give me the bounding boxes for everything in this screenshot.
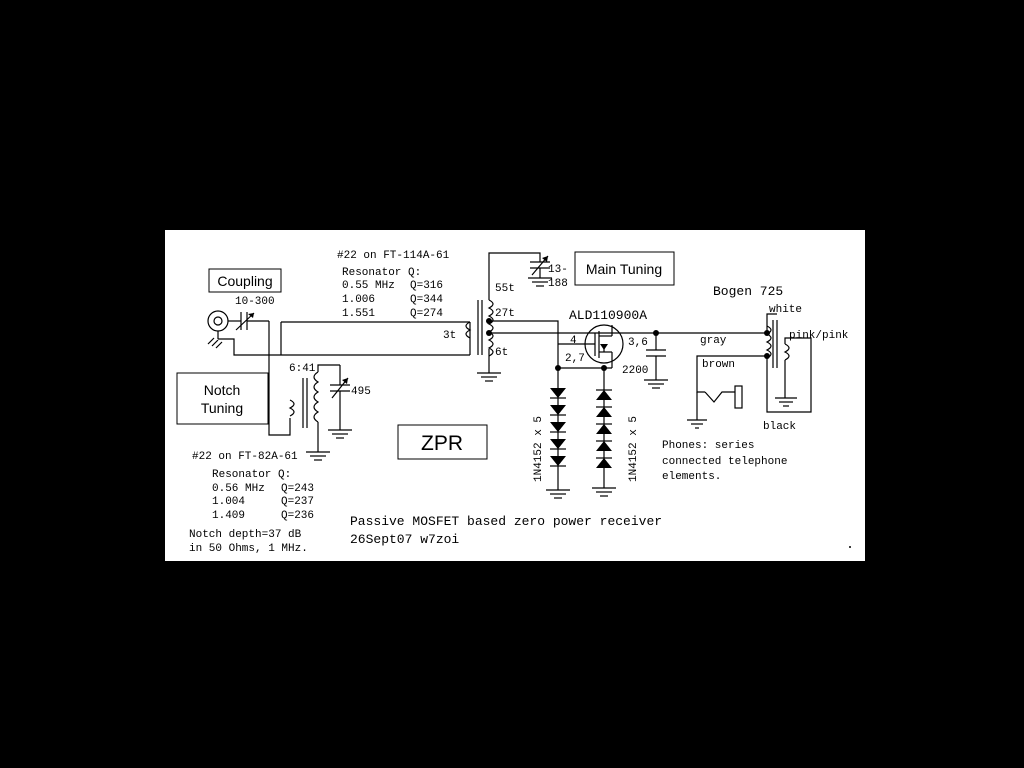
notch-depth-line1: Notch depth=37 dB [189,529,302,541]
wire-brown: brown [702,359,735,371]
notch-row-2-freq: 1.409 [212,510,245,522]
diode-label-right: 1N4152 x 5 [628,416,640,482]
mosfet-part-number: ALD110900A [569,308,647,323]
main-tuning-box: Main Tuning [574,251,675,286]
notch-row-2-q: Q=236 [281,510,314,522]
schematic-sheet [165,230,865,561]
main-row-1-q: Q=344 [410,294,443,306]
tap-turns: 27t [495,308,515,320]
stray-dot [849,546,851,548]
main-row-1-freq: 1.006 [342,294,375,306]
notch-resonator-title: Resonator Q: [212,469,291,481]
phones-note-line1: Phones: series [662,440,754,452]
notch-ratio: 6:41 [289,363,316,375]
bypass-capacitor-icon [644,333,668,389]
caption-line1: Passive MOSFET based zero power receiver [350,514,662,529]
phones-note-line2: connected telephone [662,456,787,468]
notch-row-0-freq: 0.56 MHz [212,483,265,495]
main-resonator-title: Resonator Q: [342,267,421,279]
notch-row-1-q: Q=237 [281,496,314,508]
main-cap-value-line2: 188 [548,278,568,290]
notch-cap-value: 495 [351,386,371,398]
phones-note-line3: elements. [662,471,721,483]
output-transformer-name: Bogen 725 [713,284,783,299]
notch-capacitor-icon [328,365,352,439]
notch-transformer-icon [288,364,340,461]
notch-row-0-q: Q=243 [281,483,314,495]
coupling-box: Coupling [208,268,282,293]
wire-black: black [763,421,796,433]
link-turns: 3t [443,330,456,342]
main-row-2-q: Q=274 [410,308,443,320]
drain-pin: 3,6 [628,337,648,349]
wire-white: white [769,304,802,316]
bypass-cap-value: 2200 [622,365,648,377]
notch-depth-line2: in 50 Ohms, 1 MHz. [189,543,308,555]
wire-gray: gray [700,335,727,347]
main-row-0-q: Q=316 [410,280,443,292]
main-row-0-freq: 0.55 MHz [342,280,395,292]
main-coil-wire: #22 on FT-114A-61 [337,250,450,262]
wire-pink-pink: pink/pink [789,330,849,342]
main-turns: 55t [495,283,515,295]
gate-pin: 4 [570,335,577,347]
main-tuning-capacitor-icon [528,255,552,287]
notch-label-line1: Notch [204,382,241,398]
coupling-capacitor-icon [228,312,269,331]
notch-row-1-freq: 1.004 [212,496,245,508]
diode-string-right-icon [592,368,616,497]
diode-string-left-icon [546,368,570,499]
caption-line2: 26Sept07 w7zoi [350,532,459,547]
diode-label-left: 1N4152 x 5 [533,416,545,482]
source-pin: 2,7 [565,353,585,365]
input-wiring [218,321,471,436]
zpr-label: ZPR [421,432,463,455]
notch-coil-wire: #22 on FT-82A-61 [192,451,298,463]
mosfet-wiring [489,320,767,371]
coupling-label: Coupling [217,273,272,289]
zpr-box: ZPR [397,424,488,460]
main-cap-value-line1: 13- [548,264,568,276]
main-row-2-freq: 1.551 [342,308,375,320]
phones-jack-icon [687,355,767,429]
low-turns: 6t [495,347,508,359]
notch-label-line2: Tuning [201,400,243,416]
coupling-cap-value: 10-300 [235,296,275,308]
main-tuning-label: Main Tuning [586,261,662,277]
notch-tuning-box: Notch Tuning [176,372,269,425]
output-transformer-icon [764,313,812,413]
